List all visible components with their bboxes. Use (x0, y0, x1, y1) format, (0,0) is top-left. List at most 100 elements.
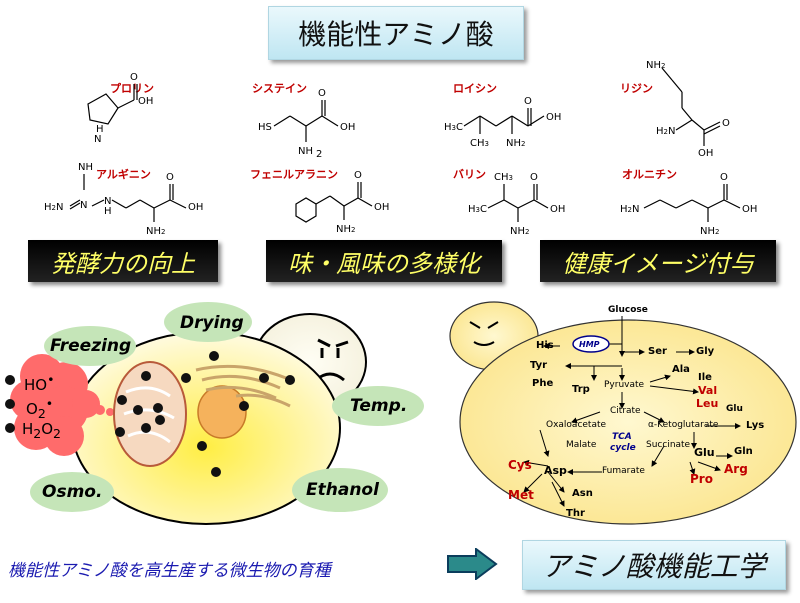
svg-text:OH: OH (188, 202, 203, 213)
pw-fumarate: Fumarate (602, 466, 645, 476)
leucine-structure (463, 108, 545, 134)
pw-phe: Phe (532, 378, 554, 389)
stress-freezing (44, 326, 136, 366)
svg-text:H: H (104, 206, 112, 217)
pw-met: Met (508, 488, 534, 502)
ros-ho: HO• (24, 372, 55, 394)
svg-text:H2N: H2N (44, 202, 63, 213)
label-cysteine: システイン (252, 82, 307, 95)
label-lysine: リジン (620, 82, 653, 95)
nucleus (197, 385, 247, 439)
page-title: 機能性アミノ酸 (268, 6, 524, 60)
svg-text:NH2: NH2 (700, 226, 719, 237)
cysteine-structure (273, 100, 339, 142)
yeast-stress-illustration (5, 302, 424, 525)
svg-text:OH: OH (138, 96, 153, 107)
pw-lys: Lys (746, 420, 765, 431)
sad-face (315, 338, 349, 382)
svg-text:H3C: H3C (468, 204, 487, 215)
stress-ethanol-label: Ethanol (306, 480, 379, 500)
svg-text:N: N (80, 200, 87, 211)
stress-temp-label: Temp. (350, 396, 408, 416)
pw-succinate: Succinate (646, 440, 691, 450)
pw-pro: Pro (690, 472, 713, 486)
breeding-text: 機能性アミノ酸を高生産する微生物の育種 (8, 561, 331, 581)
svg-text:NH2: NH2 (510, 226, 529, 237)
ros-radicals (5, 351, 295, 477)
pw-citrate: Citrate (610, 406, 641, 416)
pw-cys: Cys (508, 458, 532, 472)
svg-text:HS: HS (258, 122, 272, 133)
phenylalanine-structure (295, 182, 373, 223)
label-leucine: ロイシン (453, 82, 497, 95)
label-proline: プロリン (110, 82, 154, 95)
pw-gly: Gly (696, 346, 715, 357)
svg-text:O: O (524, 96, 532, 107)
svg-text:O: O (722, 118, 730, 129)
ros-cloud (10, 354, 114, 456)
label-arginine: アルギニン (96, 168, 151, 181)
svg-text:H3C: H3C (444, 122, 463, 133)
svg-text:O: O (130, 72, 138, 83)
pw-cycle: cycle (610, 443, 636, 453)
stress-osmo-label: Osmo. (42, 482, 103, 502)
pw-his: His (536, 340, 554, 351)
ornithine-structure (643, 184, 741, 222)
proline-structure (87, 84, 138, 125)
svg-text:NH: NH (298, 146, 313, 157)
svg-text:O: O (720, 172, 728, 183)
pw-pyruvate: Pyruvate (604, 380, 645, 390)
amino-acid-engineering-box: アミノ酸機能工学 (522, 540, 786, 590)
pw-tca: TCA (612, 432, 632, 442)
label-phenylalanine: フェニルアラニン (250, 168, 338, 181)
pw-hmp: HMP (579, 340, 600, 349)
svg-text:N: N (104, 196, 111, 207)
svg-text:H: H (96, 124, 104, 135)
pw-malate: Malate (566, 440, 597, 450)
metabolic-pathway (449, 301, 797, 525)
stress-ethanol (292, 468, 388, 512)
svg-text:H2N: H2N (620, 204, 639, 215)
svg-text:OH: OH (340, 122, 355, 133)
pw-val: Val (698, 384, 718, 397)
arginine-structure (69, 174, 187, 222)
pw-glu-small: Glu (726, 404, 743, 414)
banner-flavor: 味・風味の多様化 (266, 240, 502, 282)
stress-temp (332, 386, 424, 426)
svg-text:OH: OH (550, 204, 565, 215)
golgi (195, 364, 291, 408)
pw-gln: Gln (734, 446, 753, 457)
svg-text:O: O (354, 170, 362, 181)
stress-drying-label: Drying (180, 313, 244, 333)
svg-text:OH: OH (698, 148, 713, 159)
pw-arg: Arg (724, 462, 748, 476)
pw-glucose: Glucose (608, 305, 648, 315)
svg-text:NH: NH (78, 162, 93, 173)
svg-text:OH: OH (546, 112, 561, 123)
svg-text:OH: OH (742, 204, 757, 215)
svg-text:NH2: NH2 (146, 226, 165, 237)
svg-text:OH: OH (374, 202, 389, 213)
svg-text:O: O (166, 172, 174, 183)
svg-text:NH2: NH2 (336, 224, 355, 235)
banner-fermentation: 発酵力の向上 (28, 240, 218, 282)
pw-asp: Asp (544, 464, 567, 477)
svg-text:NH2: NH2 (646, 60, 665, 71)
pw-tyr: Tyr (530, 360, 548, 371)
label-ornithine: オルニチン (622, 168, 677, 181)
pw-trp: Trp (572, 384, 590, 395)
svg-text:O: O (530, 172, 538, 183)
pw-oxaloacetate: Oxaloacetate (546, 420, 607, 430)
pw-ala: Ala (672, 364, 690, 375)
pw-asn: Asn (572, 488, 593, 499)
pw-ile: Ile (698, 372, 712, 383)
svg-text:N: N (94, 134, 101, 145)
right-arrow-icon (447, 548, 498, 580)
pw-glu: Glu (694, 446, 715, 459)
ros-h2o2: H2O2 (22, 420, 61, 441)
svg-text:O: O (318, 88, 326, 99)
stress-drying (164, 302, 252, 342)
valine-structure (487, 184, 549, 222)
pw-ser: Ser (648, 346, 667, 357)
